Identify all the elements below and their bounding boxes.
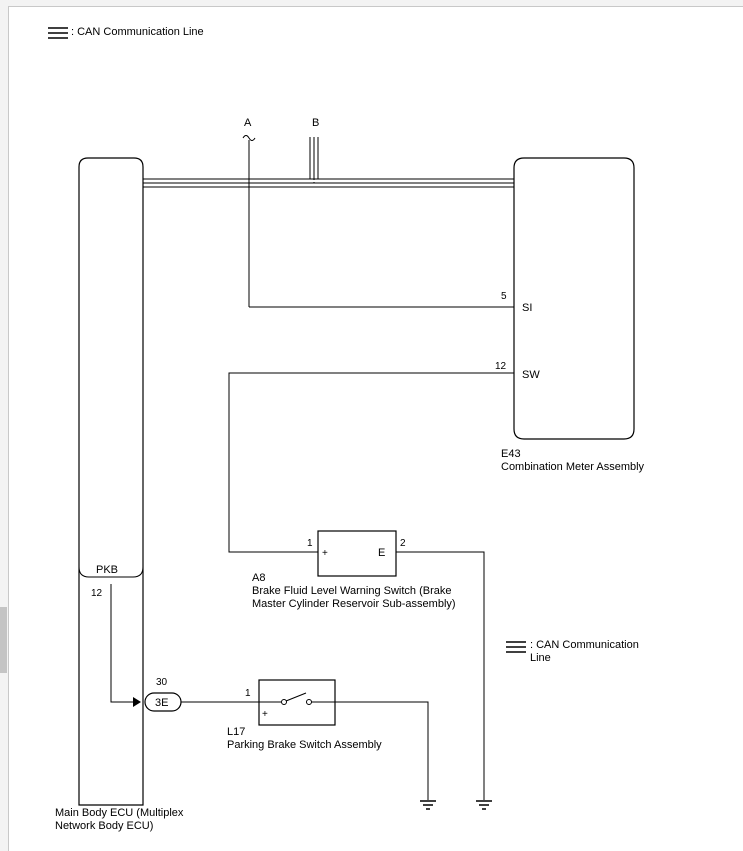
brake-fluid-switch [317,530,397,577]
wire-label-b: B [312,117,319,129]
wire-parking-ground [335,701,429,800]
parking-switch-code: L17 [227,726,245,738]
wire-a [242,135,514,308]
brake-switch-name-line1: Brake Fluid Level Warning Switch (Brake [252,585,452,597]
meter-name: Combination Meter Assembly [501,461,645,473]
legend-mid-label-line1: : CAN Communication [530,639,639,651]
can-line-icon [48,27,68,39]
parking-brake-switch [258,679,336,726]
ground-icon [420,800,436,810]
combination-meter [513,157,635,440]
wire-pkb [110,584,141,707]
legend-mid-label-line2: Line [530,652,551,664]
brake-switch-plus: + [322,548,328,559]
legend-top-label: : CAN Communication Line [71,26,204,38]
connector-id: 3E [155,697,168,709]
switch-contact-icon [259,692,335,705]
ecu-label-line1: Main Body ECU (Multiplex [55,807,184,819]
legend-mid: : CAN Communication Line [506,639,639,664]
connector-pin: 30 [156,677,168,688]
meter-code: E43 [501,448,521,460]
brake-switch-e: E [378,547,385,559]
brake-switch-code: A8 [252,572,265,584]
brake-switch-pin-left: 1 [307,538,313,549]
parking-switch-pin: 1 [245,688,251,699]
meter-si-name: SI [522,302,532,314]
main-body-ecu [78,157,144,806]
ecu-label-line2: Network Body ECU) [55,820,153,832]
wire-label-a: A [244,117,252,129]
meter-si-pin: 5 [501,291,507,302]
scrollbar-handle[interactable] [0,607,7,673]
legend-top: : CAN Communication Line [48,26,204,39]
brake-switch-name-line2: Master Cylinder Reservoir Sub-assembly) [252,598,456,610]
connector-arrow-icon [133,697,141,707]
parking-switch-name: Parking Brake Switch Assembly [227,739,382,751]
can-bus [143,137,514,188]
ground-icon [476,800,492,810]
meter-sw-pin: 12 [495,361,507,372]
ecu-terminal-pin: 12 [91,588,103,599]
brake-switch-pin-right: 2 [400,538,406,549]
parking-switch-plus: + [262,709,268,720]
wire-e-ground [396,551,485,800]
ecu-terminal-name: PKB [96,564,118,576]
can-line-icon [506,641,526,653]
wire-sw [228,372,514,553]
meter-sw-name: SW [522,369,540,381]
